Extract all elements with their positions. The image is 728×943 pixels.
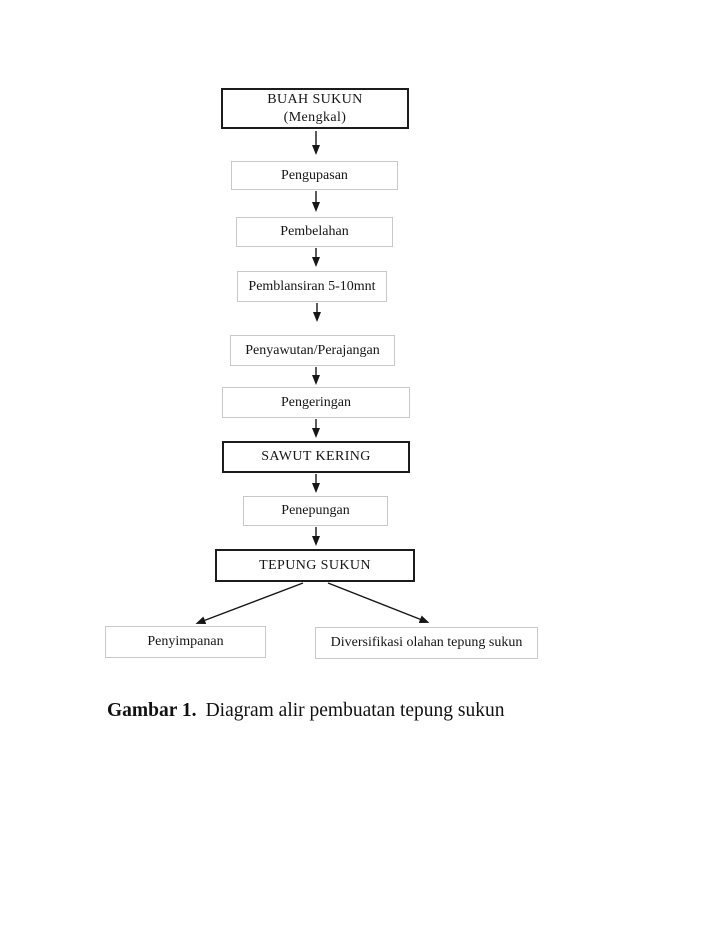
figure-caption-text: Diagram alir pembuatan tepung sukun	[205, 700, 505, 721]
node-pembelahan: Pembelahan	[236, 217, 393, 247]
node-label: TEPUNG SUKUN	[259, 557, 371, 573]
node-pengeringan: Pengeringan	[222, 387, 410, 418]
node-buah-sukun: BUAH SUKUN (Mengkal)	[221, 88, 409, 129]
node-label: Pemblansiran 5-10mnt	[248, 278, 376, 294]
figure-caption: Gambar 1. Diagram alir pembuatan tepung s…	[107, 699, 504, 722]
arrow-tepung-to-penyimpanan	[195, 582, 304, 625]
node-label: Pengeringan	[281, 394, 351, 410]
node-label: Penepungan	[281, 503, 350, 519]
node-label: Pembelahan	[280, 224, 349, 240]
node-penyawutan-perajangan: Penyawutan/Perajangan	[230, 335, 395, 366]
node-label: SAWUT KERING	[261, 449, 371, 465]
node-label: BUAH SUKUN	[267, 92, 363, 107]
arrow-tepung-to-diversifikasi	[327, 582, 430, 623]
node-label: Diversifikasi olahan tepung sukun	[330, 635, 523, 651]
node-label: Pengupasan	[281, 167, 348, 183]
node-penyimpanan: Penyimpanan	[105, 626, 266, 658]
node-diversifikasi-olahan: Diversifikasi olahan tepung sukun	[315, 627, 538, 659]
node-label: Penyawutan/Perajangan	[245, 342, 380, 358]
figure-caption-number: Gambar 1.	[107, 700, 197, 721]
node-penepungan: Penepungan	[243, 496, 388, 526]
node-pengupasan: Pengupasan	[231, 161, 398, 190]
node-tepung-sukun: TEPUNG SUKUN	[215, 549, 415, 582]
node-pemblansiran: Pemblansiran 5-10mnt	[237, 271, 387, 302]
node-sublabel: (Mengkal)	[283, 109, 347, 125]
node-sawut-kering: SAWUT KERING	[222, 441, 410, 473]
node-label: Penyimpanan	[147, 634, 224, 650]
